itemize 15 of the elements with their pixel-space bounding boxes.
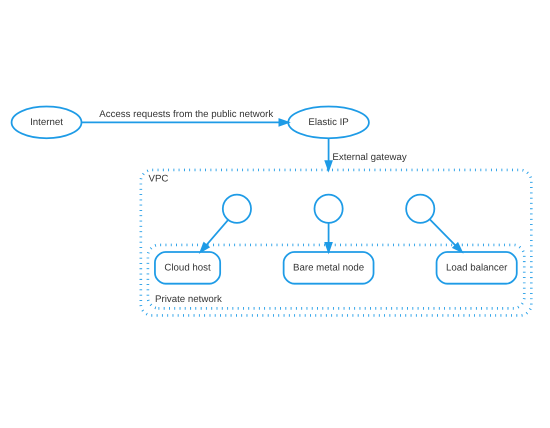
node-box: Bare metal node <box>282 250 374 284</box>
edge-label: Access requests from the public network <box>99 108 274 120</box>
node-box: Load balancer <box>436 250 518 284</box>
arrow <box>429 218 464 254</box>
arrow <box>198 218 229 254</box>
node-circle <box>314 193 344 224</box>
node-circle <box>405 193 436 224</box>
arrow <box>82 118 291 126</box>
node-box: Cloud host <box>154 250 222 284</box>
arrow <box>324 222 333 254</box>
node-ellipse: Elastic IP <box>287 105 370 139</box>
node-circle <box>222 193 252 224</box>
node-ellipse: Internet <box>10 105 82 139</box>
edge-label: External gateway <box>332 152 407 163</box>
arrow <box>324 138 333 172</box>
